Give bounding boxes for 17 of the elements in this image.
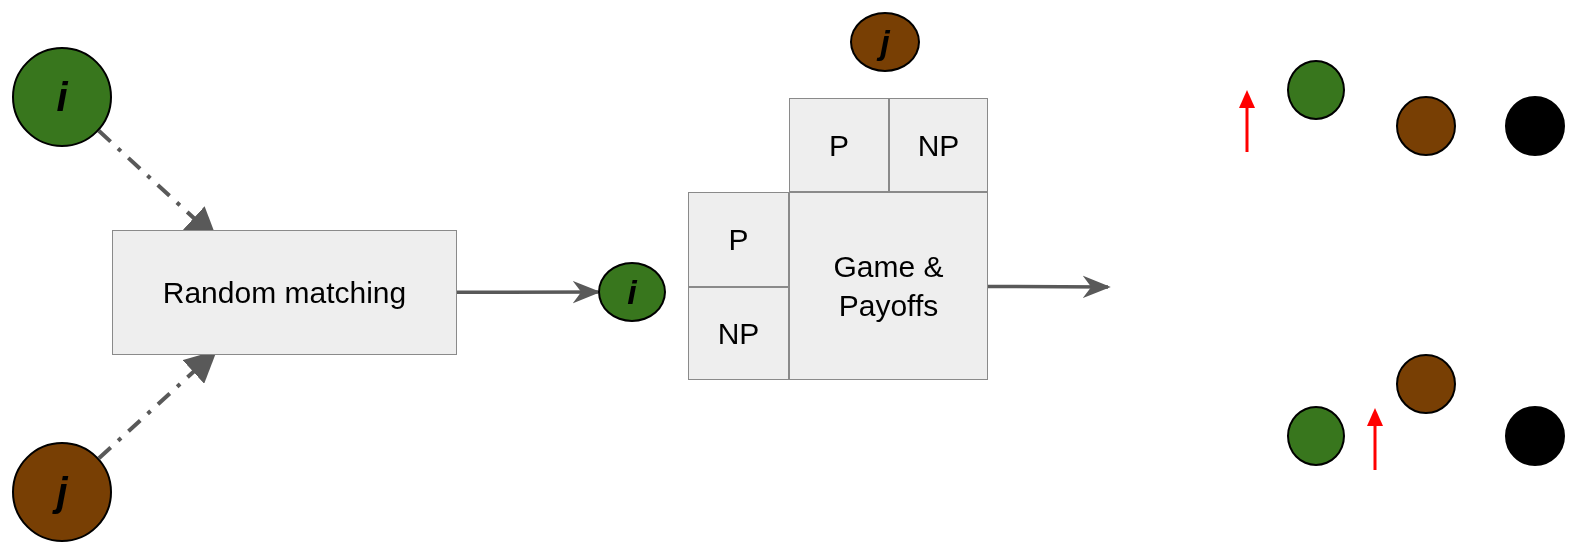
player-circle — [1287, 60, 1345, 120]
arrow — [988, 275, 1111, 299]
player-circle — [1505, 406, 1565, 466]
player-circle: j — [12, 442, 112, 542]
player-circle: i — [12, 47, 112, 147]
player-circle — [1396, 96, 1456, 156]
strategy-cell: NP — [688, 287, 789, 380]
process-box: Random matching — [112, 230, 457, 355]
player-circle — [1287, 406, 1345, 466]
strategy-cell: NP — [889, 98, 988, 192]
payoff-box: Game & Payoffs — [789, 192, 988, 380]
strategy-cell: P — [688, 192, 789, 287]
player-circle: i — [598, 262, 666, 322]
player-circle — [1396, 354, 1456, 414]
player-circle — [1505, 96, 1565, 156]
player-circle: j — [850, 12, 920, 72]
strategy-cell: P — [789, 98, 889, 192]
